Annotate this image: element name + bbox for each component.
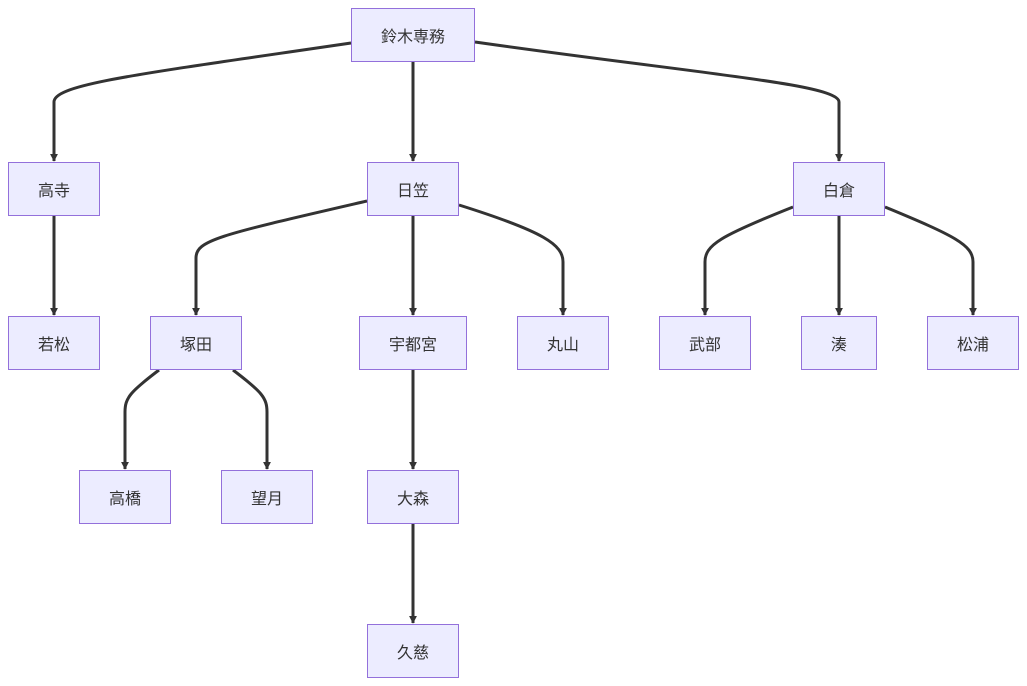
node-kuji: 久慈	[367, 624, 459, 678]
node-label: 白倉	[822, 181, 855, 200]
node-suzuki: 鈴木専務	[351, 8, 475, 62]
node-takadera: 高寺	[8, 162, 100, 216]
node-takebe: 武部	[659, 316, 751, 370]
node-mochizuki: 望月	[221, 470, 313, 524]
node-label: 望月	[250, 489, 283, 508]
node-takahashi: 高橋	[79, 470, 171, 524]
edge-kasa-tsukada	[192, 199, 368, 316]
node-label: 高橋	[108, 489, 141, 508]
edge-kasa-maruyama	[458, 203, 567, 316]
edge-shirakura-matsuura	[884, 205, 977, 316]
edge-tsukada-takahashi	[121, 368, 160, 470]
node-matsuura: 松浦	[927, 316, 1019, 370]
edge-suzuki-takadera	[50, 41, 352, 162]
node-label: 日笠	[396, 181, 429, 200]
node-label: 鈴木専務	[380, 27, 445, 46]
node-label: 久慈	[396, 643, 429, 662]
node-label: 大森	[396, 489, 429, 508]
node-label: 宇都宮	[388, 335, 437, 354]
node-maruyama: 丸山	[517, 316, 609, 370]
edge-tsukada-mochizuki	[232, 368, 271, 470]
node-utsunomiya: 宇都宮	[359, 316, 467, 370]
node-label: 松浦	[956, 335, 989, 354]
node-label: 若松	[37, 335, 70, 354]
node-tsukada: 塚田	[150, 316, 242, 370]
node-label: 湊	[830, 335, 847, 354]
node-label: 丸山	[546, 335, 579, 354]
node-minato: 湊	[801, 316, 877, 370]
node-label: 塚田	[179, 335, 212, 354]
node-label: 武部	[688, 335, 721, 354]
edge-shirakura-takebe	[701, 205, 794, 316]
node-wakamatsu: 若松	[8, 316, 100, 370]
edge-suzuki-shirakura	[474, 40, 843, 162]
node-kasa: 日笠	[367, 162, 459, 216]
node-omori: 大森	[367, 470, 459, 524]
node-shirakura: 白倉	[793, 162, 885, 216]
node-label: 高寺	[37, 181, 70, 200]
